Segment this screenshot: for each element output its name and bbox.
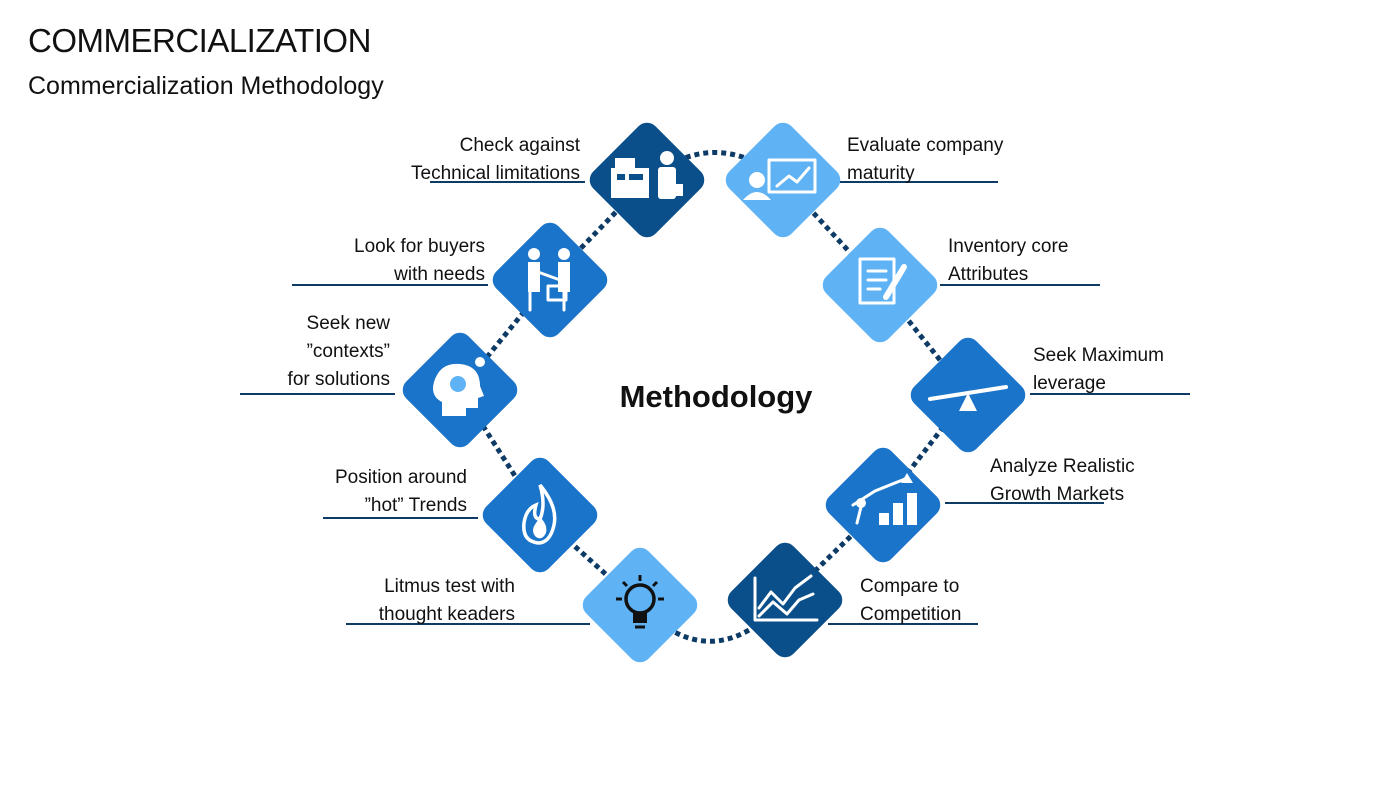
step-diamond-3 [492,222,608,338]
step-diamond-7 [482,457,598,573]
step-diamond-6 [910,337,1026,453]
page-title: COMMERCIALIZATION [28,22,371,59]
step-diamond-8 [825,447,941,563]
line-chart-icon [753,574,819,622]
center-label: Methodology [620,379,814,414]
step-diamond-1 [589,122,705,238]
factory-engineer-icon [611,151,683,199]
document-pen-icon [858,257,907,305]
step-diamond-4 [822,227,938,343]
lightbulb-icon [616,575,664,629]
step-diamond-9 [582,547,698,663]
label-underlines [240,181,1190,625]
presentation-chart-icon [743,158,817,200]
seesaw-icon [928,385,1008,411]
head-gear-icon [433,357,485,416]
step-diamonds [402,122,1026,663]
handshake-icon [528,248,570,312]
growth-stairs-icon [851,473,917,525]
step-label-7: Position around”hot” Trends [335,467,467,516]
step-diamond-5 [402,332,518,448]
step-diamond-10 [727,542,843,658]
step-diamond-shape-4 [822,227,938,343]
step-diamond-shape-3 [492,222,608,338]
page-subtitle: Commercialization Methodology [28,72,384,100]
flame-icon [522,483,557,545]
step-label-5: Seek new”contexts”for solutions [288,313,391,390]
step-diamond-2 [725,122,841,238]
step-diamond-shape-9 [582,547,698,663]
step-diamond-shape-8 [825,447,941,563]
